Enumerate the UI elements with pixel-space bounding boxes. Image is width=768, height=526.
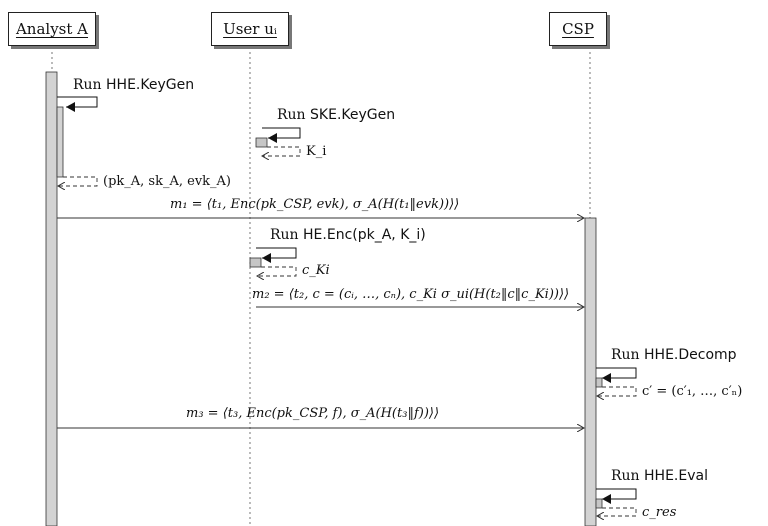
step-user-ske-keygen-result: K_i — [306, 144, 327, 159]
return-csp-eval — [597, 507, 637, 516]
step-csp-eval-label: Run HHE.Eval — [611, 469, 708, 483]
actor-csp-label: CSP — [562, 20, 594, 38]
step-analyst-keygen-result: (pk_A, sk_A, evk_A) — [103, 174, 232, 189]
operation-name: SKE.KeyGen — [310, 107, 396, 123]
actor-analyst: Analyst A — [8, 12, 96, 46]
actor-analyst-label: Analyst A — [15, 20, 89, 38]
step-csp-decomp-label: Run HHE.Decomp — [611, 348, 737, 362]
return-user-ske-keygen — [262, 146, 301, 156]
run-word: Run — [611, 468, 640, 484]
activation-user-ske — [255, 137, 268, 148]
run-word: Run — [277, 107, 306, 123]
message-m3-label: m₃ = ⟨t₃, Enc(pk_CSP, f), σ_A(H(t₃‖f))⟩⟩ — [186, 406, 440, 421]
activation-csp-decomp — [595, 377, 603, 388]
message-m1-label: m₁ = ⟨t₁, Enc(pk_CSP, evk), σ_A(H(t₁‖evk… — [170, 197, 460, 212]
step-user-ske-keygen-label: Run SKE.KeyGen — [277, 108, 395, 122]
return-analyst-keygen — [58, 176, 98, 186]
actor-csp: CSP — [549, 12, 607, 46]
self-call-user-he-enc — [256, 247, 297, 263]
step-csp-eval-result: c_res — [642, 505, 677, 520]
self-call-csp-eval — [596, 488, 637, 504]
activation-csp-eval — [595, 498, 603, 509]
return-csp-decomp — [597, 386, 637, 396]
operation-name: HHE.Eval — [644, 468, 708, 484]
operation-name: HHE.Decomp — [644, 347, 737, 363]
step-analyst-keygen-label: Run HHE.KeyGen — [73, 78, 194, 92]
activation-analyst-keygen — [56, 106, 64, 178]
step-user-he-enc-label: Run HE.Enc(pk_A, K_i) — [270, 228, 426, 242]
actor-user-label: User uᵢ — [223, 20, 277, 38]
return-user-he-enc — [257, 266, 297, 276]
activation-analyst — [45, 71, 58, 526]
self-call-csp-decomp — [596, 367, 637, 383]
step-csp-decomp-result: c′ = (c′₁, …, c′ₙ) — [642, 384, 743, 399]
self-call-analyst-keygen — [57, 96, 98, 112]
message-m2-label: m₂ = ⟨t₂, c = (cᵢ, …, cₙ), c_Ki σ_ui(H(t… — [252, 287, 570, 302]
operation-name: HHE.KeyGen — [106, 77, 195, 93]
run-word: Run — [270, 227, 299, 243]
step-user-he-enc-result: c_Ki — [302, 263, 330, 278]
self-call-user-ske-keygen — [262, 127, 301, 143]
activation-user-he — [249, 257, 262, 268]
activation-csp — [584, 217, 597, 526]
run-word: Run — [73, 77, 102, 93]
actor-user: User uᵢ — [211, 12, 289, 46]
operation-name: HE.Enc(pk_A, K_i) — [303, 227, 426, 243]
run-word: Run — [611, 347, 640, 363]
